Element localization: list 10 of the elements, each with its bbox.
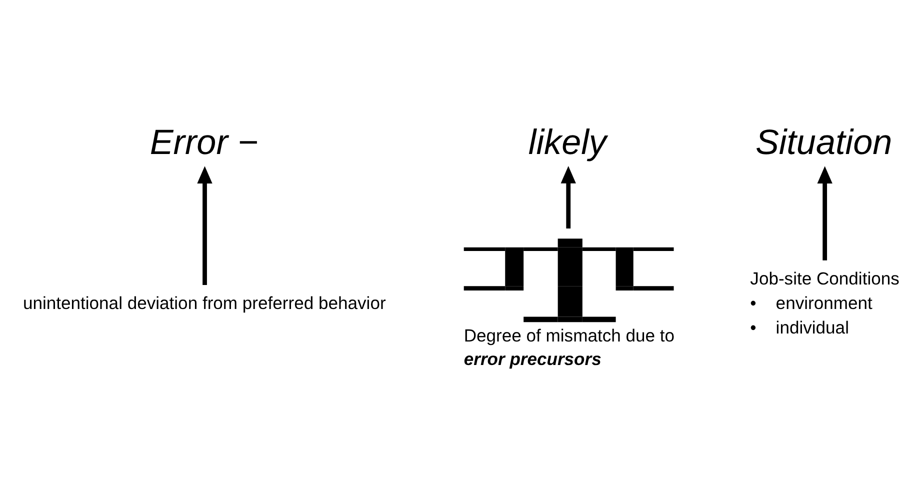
arrow [817,166,832,260]
node-text: likely [528,122,606,162]
node-text: Job-site Conditions • environment • individual [750,268,900,337]
node-label: error precursors [464,348,602,369]
arrow [560,166,576,228]
node-text: unintentional deviation from preferred behavior [22,292,386,312]
node-label: Degree of mismatch due to [464,324,675,345]
arrow [197,166,212,285]
node-text: Error − [150,122,258,162]
node-text: Situation [755,122,892,162]
